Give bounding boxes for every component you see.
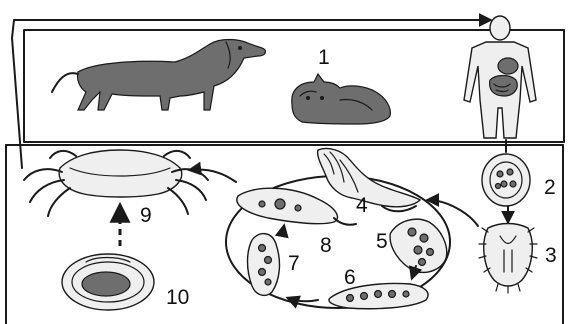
to-snail-arrow <box>428 200 478 226</box>
cat-illustration <box>292 74 391 124</box>
cercaria-illustration <box>237 188 356 225</box>
label-10: 10 <box>166 286 189 309</box>
redia-arrow <box>288 298 318 301</box>
label-5: 5 <box>376 230 388 253</box>
snail-illustration <box>318 148 420 211</box>
egg-illustration <box>482 154 530 206</box>
crab-illustration <box>24 150 208 216</box>
to-cercaria-arrow <box>282 226 284 236</box>
label-4: 4 <box>356 194 368 217</box>
label-8: 8 <box>320 234 332 257</box>
label-6: 6 <box>344 266 356 289</box>
miracidium-illustration <box>479 224 537 294</box>
dog-illustration <box>52 40 265 111</box>
label-7: 7 <box>288 252 300 275</box>
metacercaria-illustration <box>62 254 154 310</box>
label-2: 2 <box>544 176 556 199</box>
human-illustration <box>464 16 536 138</box>
label-1: 1 <box>318 46 330 69</box>
label-3: 3 <box>545 244 557 267</box>
label-9: 9 <box>140 204 152 227</box>
redia-7-illustration <box>248 234 280 296</box>
